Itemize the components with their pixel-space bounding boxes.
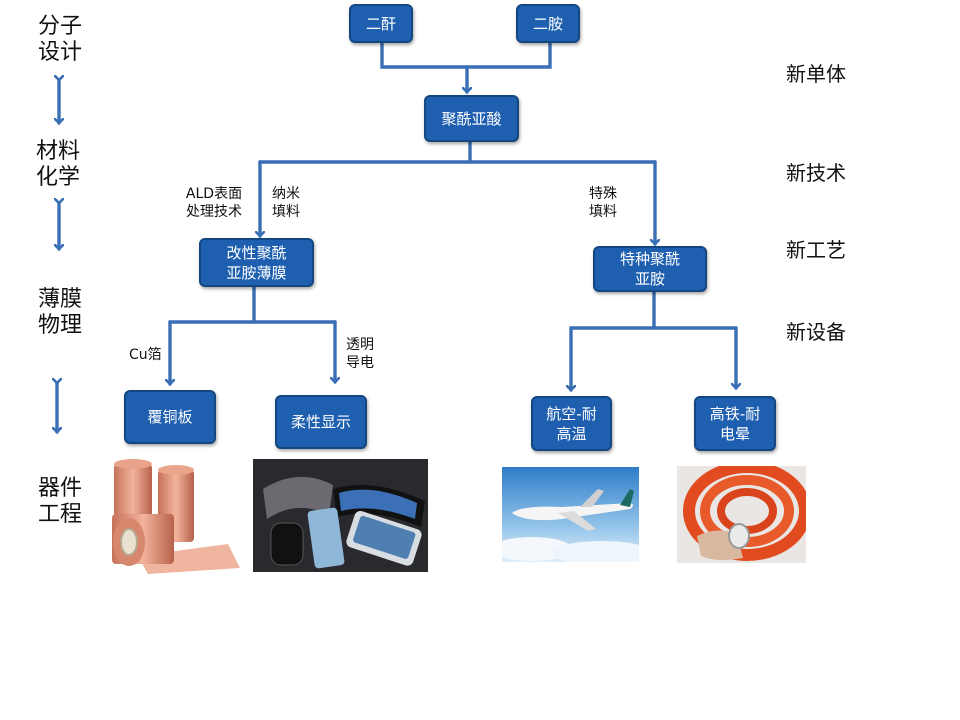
edge-label-special-fill: 特殊 填料: [589, 186, 617, 220]
node-diamine: 二胺: [516, 4, 580, 43]
insulation-tube-icon: [677, 466, 806, 563]
merge-connector: [380, 41, 552, 69]
flexible-display-image: [253, 459, 428, 572]
branch-connector-left: [168, 285, 337, 324]
node-aerospace: 航空-耐 高温: [531, 396, 612, 451]
edge-label-ald: ALD表面 处理技术: [185, 186, 243, 220]
right-label-new-equipment: 新设备: [786, 320, 846, 344]
flexible-display-icon: [253, 459, 428, 572]
edge-label-nano-fill: 纳米 填料: [272, 186, 300, 220]
node-flex-display: 柔性显示: [275, 395, 367, 449]
node-modified-film: 改性聚酰 亚胺薄膜: [199, 238, 314, 287]
insulation-tube-image: [677, 466, 806, 563]
node-ccl: 覆铜板: [124, 390, 216, 444]
right-label-new-technology: 新技术: [786, 161, 846, 185]
edge-label-transparent: 透明 导电: [346, 337, 374, 371]
edge-label-cu-foil: Cu箔: [129, 347, 162, 363]
branch-connector-top: [258, 140, 657, 164]
copper-foil-rolls-icon: [112, 459, 240, 574]
left-label-film-physics: 薄膜 物理: [37, 287, 82, 338]
left-label-device-engineering: 器件 工程: [37, 476, 82, 527]
right-label-new-process: 新工艺: [786, 238, 846, 262]
node-special-pi: 特种聚酰 亚胺: [593, 246, 707, 292]
airplane-icon: [502, 467, 639, 562]
branch-connector-right: [569, 290, 738, 330]
left-label-material-chemistry: 材料 化学: [35, 139, 80, 190]
right-label-new-monomer: 新单体: [786, 62, 846, 86]
node-rail: 高铁-耐 电晕: [694, 396, 776, 451]
left-label-molecular-design: 分子 设计: [37, 14, 82, 65]
node-polyamic-acid: 聚酰亚酸: [424, 95, 519, 142]
copper-foil-rolls-image: [108, 456, 240, 576]
node-dianhydride: 二酐: [349, 4, 413, 43]
airplane-image: [502, 467, 639, 562]
